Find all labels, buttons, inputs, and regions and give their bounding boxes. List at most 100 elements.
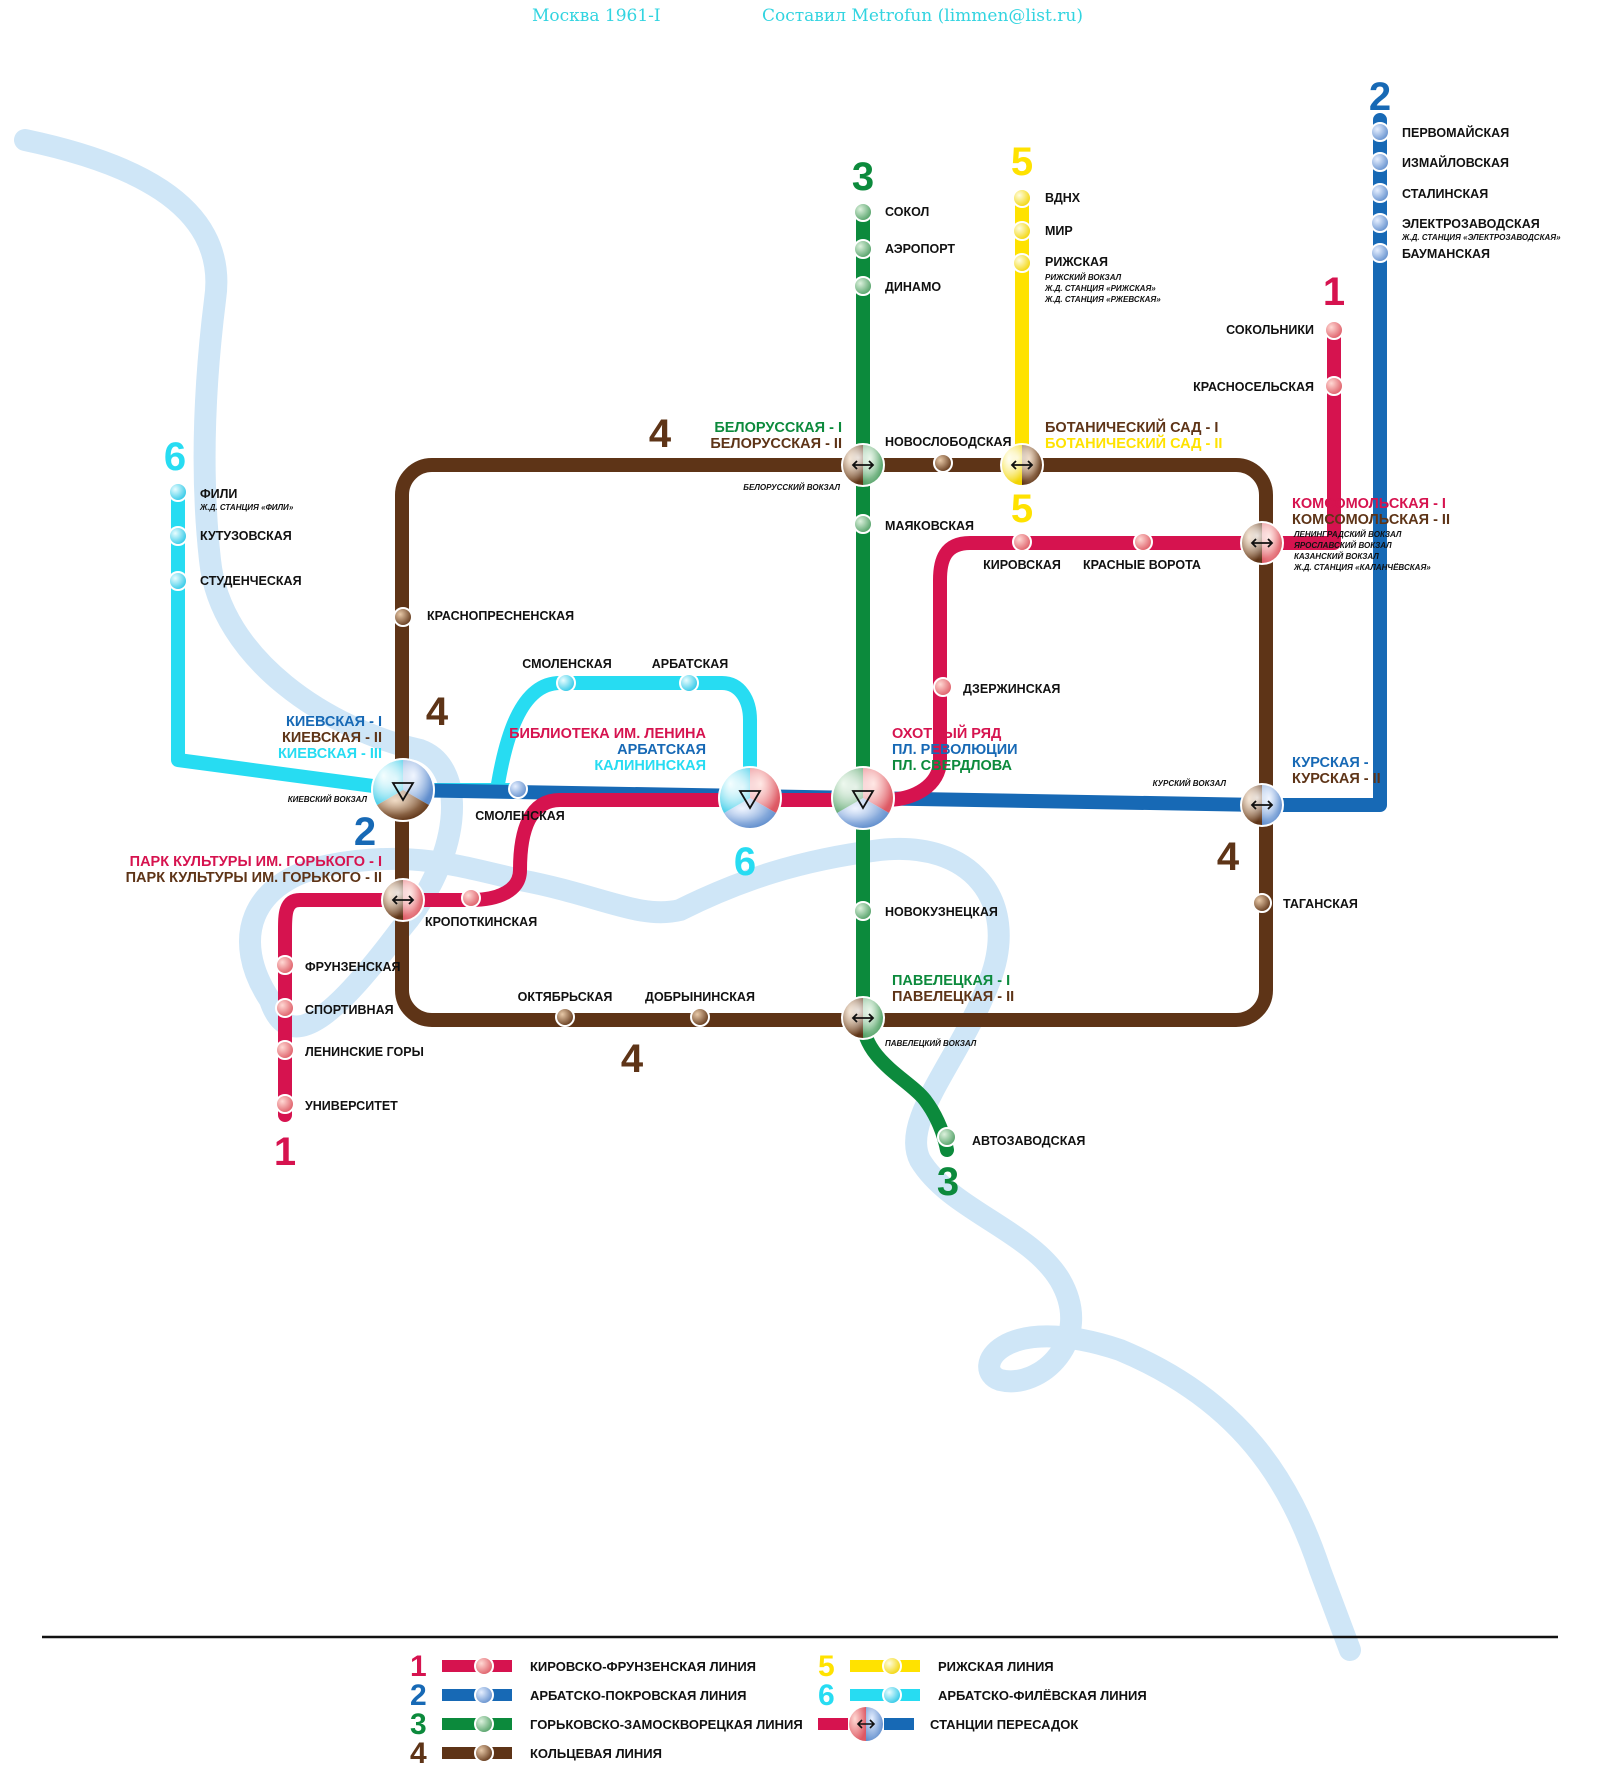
station-dot-arbatskaya-6[interactable] [679, 673, 699, 693]
station-label-smolenskaya-2: СМОЛЕНСКАЯ [475, 809, 565, 823]
station-dot-sportivnaya[interactable] [275, 998, 295, 1018]
legend-line-label: РИЖСКАЯ ЛИНИЯ [938, 1659, 1054, 1674]
line-3-number-south: 3 [937, 1160, 959, 1204]
transfer-arrow-icon [851, 460, 875, 470]
station-dot-novokuznetskaya[interactable] [853, 901, 873, 921]
station-dot-avtozavodskaya[interactable] [937, 1127, 957, 1147]
transfer-belorusskaya[interactable] [841, 443, 885, 487]
station-dot-vdnh[interactable] [1012, 188, 1032, 208]
station-dot-sokolniki[interactable] [1324, 320, 1344, 340]
xfer-label-park-kultury-2: ПАРК КУЛЬТУРЫ ИМ. ГОРЬКОГО - II [126, 870, 382, 886]
station-dot-baumanskaya[interactable] [1370, 243, 1390, 263]
xfer-label-arbatskaya-2: АРБАТСКАЯ [617, 742, 706, 758]
transfer-paveletskaya[interactable] [841, 996, 885, 1040]
note-rzhevskaya-rail: Ж.Д. СТАНЦИЯ «РЖЕВСКАЯ» [1044, 295, 1161, 304]
legend-line-number: 4 [410, 1737, 427, 1770]
station-dot-universitet[interactable] [275, 1094, 295, 1114]
legend-transfer-label: СТАНЦИИ ПЕРЕСАДОК [930, 1717, 1078, 1732]
note-elektrozavodskaya-rail: Ж.Д. СТАНЦИЯ «ЭЛЕКТРОЗАВОДСКАЯ» [1401, 233, 1561, 242]
line-5-number-south: 5 [1011, 487, 1033, 531]
line-5-number: 5 [1011, 140, 1033, 184]
transfer-biblioteka-lenina[interactable] [718, 766, 782, 830]
station-dot-fili[interactable] [168, 482, 188, 502]
station-dot-krasnye-vorota[interactable] [1133, 532, 1153, 552]
station-dot-dinamo[interactable] [853, 276, 873, 296]
ring-number-west: 4 [426, 690, 449, 734]
station-dot-oktyabrskaya[interactable] [555, 1007, 575, 1027]
transfer-okhotny-ryad[interactable] [831, 766, 895, 830]
line-1-number-south: 1 [274, 1130, 296, 1174]
station-label-mayakovskaya: МАЯКОВСКАЯ [885, 519, 974, 533]
transfer-kiyevskaya[interactable] [371, 758, 435, 822]
station-dot-smolenskaya-6[interactable] [556, 673, 576, 693]
station-dot-izmaylovskaya[interactable] [1370, 152, 1390, 172]
station-dot-novoslobodskaya[interactable] [933, 453, 953, 473]
transfer-kurskaya[interactable] [1240, 783, 1284, 827]
station-label-oktyabrskaya: ОКТЯБРЬСКАЯ [518, 990, 613, 1004]
station-dot-rizhskaya[interactable] [1012, 253, 1032, 273]
station-label-fili: ФИЛИ [200, 487, 237, 501]
station-label-sportivnaya: СПОРТИВНАЯ [305, 1003, 394, 1017]
station-dot-mayakovskaya[interactable] [853, 514, 873, 534]
line-6-number: 6 [164, 435, 186, 479]
xfer-label-botanichesky-2: БОТАНИЧЕСКИЙ САД - II [1045, 434, 1222, 452]
station-dot-aeroport[interactable] [853, 239, 873, 259]
station-label-novokuznetskaya: НОВОКУЗНЕЦКАЯ [885, 905, 998, 919]
xfer-label-park-kultury-1: ПАРК КУЛЬТУРЫ ИМ. ГОРЬКОГО - I [130, 854, 382, 870]
transfer-arrow-icon [738, 790, 762, 810]
station-dot-krasnoselskaya[interactable] [1324, 376, 1344, 396]
line-1 [278, 323, 1341, 1122]
transfer-arrow-icon [1250, 800, 1274, 810]
station-dot-sokol[interactable] [853, 202, 873, 222]
station-label-arbatskaya-6: АРБАТСКАЯ [652, 657, 729, 671]
line-6-loop [490, 676, 757, 797]
station-dot-kropotkinskaya[interactable] [461, 888, 481, 908]
station-label-sokolniki: СОКОЛЬНИКИ [1226, 323, 1314, 337]
note-leningradsky-station: ЛЕНИНГРАДСКИЙ ВОКЗАЛ [1293, 530, 1402, 539]
station-dot-stalinskaya[interactable] [1370, 183, 1390, 203]
ring-line-4 [395, 458, 1273, 1027]
map-title: Москва 1961-I [532, 6, 661, 26]
line-6-number-south: 6 [734, 840, 756, 884]
xfer-label-kiyevskaya-1: КИЕВСКАЯ - I [286, 714, 382, 730]
line-2-number: 2 [1369, 75, 1391, 119]
station-label-taganskaya: ТАГАНСКАЯ [1283, 897, 1358, 911]
station-dot-mir[interactable] [1012, 221, 1032, 241]
station-label-studencheskaya: СТУДЕНЧЕСКАЯ [200, 574, 302, 588]
station-dot-taganskaya[interactable] [1252, 893, 1272, 913]
river [14, 129, 1361, 1661]
line-3-number: 3 [852, 155, 874, 199]
station-label-krasnoselskaya: КРАСНОСЕЛЬСКАЯ [1193, 380, 1314, 394]
station-dot-dzerzhinskaya[interactable] [933, 677, 953, 697]
ring-number-east: 4 [1217, 835, 1240, 879]
transfer-park-kultury[interactable] [381, 878, 425, 922]
xfer-label-pl-sverdlova: ПЛ. СВЕРДЛОВА [892, 758, 1013, 774]
xfer-label-kurskaya-1: КУРСКАЯ - I [1292, 755, 1377, 771]
legend-line-label: КИРОВСКО-ФРУНЗЕНСКАЯ ЛИНИЯ [530, 1659, 756, 1674]
line-1-number: 1 [1323, 270, 1345, 314]
transfer-botanichesky-sad[interactable] [1000, 443, 1044, 487]
station-dot-dobryninskaya[interactable] [690, 1007, 710, 1027]
station-dot-smolenskaya-2[interactable] [508, 779, 528, 799]
transfer-komsomolskaya[interactable] [1240, 521, 1284, 565]
station-dot-leninskie-gory[interactable] [275, 1040, 295, 1060]
station-dot-studencheskaya[interactable] [168, 571, 188, 591]
station-dot-kirovskaya[interactable] [1012, 532, 1032, 552]
xfer-label-okhotny-ryad: ОХОТНЫЙ РЯД [892, 724, 1002, 742]
station-label-elektrozavodskaya: ЭЛЕКТРОЗАВОДСКАЯ [1402, 217, 1540, 231]
station-dot-pervomayskaya[interactable] [1370, 122, 1390, 142]
station-dot-kutuzovskaya[interactable] [168, 526, 188, 546]
station-dot-elektrozavodskaya[interactable] [1370, 213, 1390, 233]
station-label-frunzenskaya: ФРУНЗЕНСКАЯ [305, 960, 401, 974]
transfer-arrow-icon [391, 782, 415, 802]
transfer-arrow-icon [1250, 538, 1274, 548]
xfer-label-botanichesky-1: БОТАНИЧЕСКИЙ САД - I [1045, 418, 1218, 436]
xfer-label-belorusskaya-1: БЕЛОРУССКАЯ - I [714, 420, 842, 436]
station-dot-frunzenskaya[interactable] [275, 955, 295, 975]
transfer-arrow-icon [851, 790, 875, 810]
station-dot-krasnopresnenskaya[interactable] [393, 607, 413, 627]
